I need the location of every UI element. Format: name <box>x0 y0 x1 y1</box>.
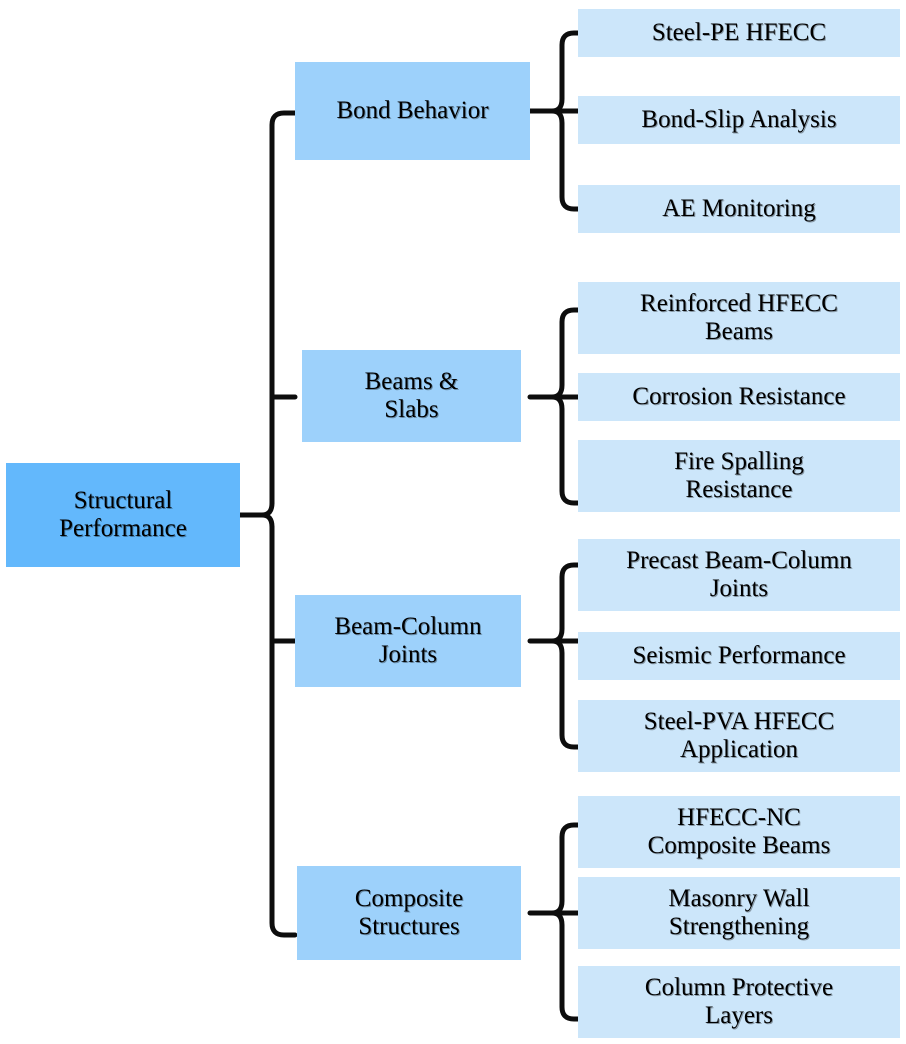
g4-brace-lower <box>549 910 581 1022</box>
leaf-node-label: Reinforced HFECC Beams <box>640 290 838 345</box>
leaf-node-label: Steel-PE HFECC <box>651 19 827 46</box>
root-node-label: Structural Performance <box>59 487 187 542</box>
leaf-node-hfecc-nc-composite-beams[interactable]: HFECC-NC Composite Beams <box>578 796 900 868</box>
leaf-node-label: HFECC-NC Composite Beams <box>647 804 831 859</box>
root-brace-lower <box>259 512 298 938</box>
leaf-node-label: Column Protective Layers <box>644 974 834 1029</box>
g3-brace-lower <box>549 638 581 750</box>
leaf-node-corrosion-resistance[interactable]: Corrosion Resistance <box>578 373 900 421</box>
branch-node-label: Bond Behavior <box>336 97 489 124</box>
g4-brace-upper <box>549 822 581 916</box>
g2-brace-lower <box>549 394 581 506</box>
leaf-node-label: Precast Beam-Column Joints <box>626 547 852 602</box>
leaf-node-label: Fire Spalling Resistance <box>674 448 804 503</box>
leaf-node-steel-pe-hfecc[interactable]: Steel-PE HFECC <box>578 9 900 57</box>
branch-node-label: Composite Structures <box>354 885 464 940</box>
branch-node-bond-behavior[interactable]: Bond Behavior <box>295 62 530 160</box>
root-brace-upper <box>259 110 298 518</box>
leaf-node-bond-slip-analysis[interactable]: Bond-Slip Analysis <box>578 96 900 144</box>
branch-node-beam-column-joints[interactable]: Beam-Column Joints <box>295 595 521 687</box>
leaf-node-label: Bond-Slip Analysis <box>641 106 837 133</box>
leaf-node-label: AE Monitoring <box>662 195 816 222</box>
branch-node-label: Beam-Column Joints <box>334 613 482 668</box>
branch-node-label: Beams & Slabs <box>364 368 459 423</box>
g1-brace-upper <box>549 30 581 114</box>
g2-brace-upper <box>549 307 581 400</box>
leaf-node-label: Seismic Performance <box>632 642 846 669</box>
leaf-node-column-protective-layers[interactable]: Column Protective Layers <box>578 966 900 1038</box>
branch-node-beams-slabs[interactable]: Beams & Slabs <box>302 350 521 442</box>
leaf-node-label: Corrosion Resistance <box>632 383 846 410</box>
root-node[interactable]: Structural Performance <box>6 463 240 567</box>
g1-brace-lower <box>549 108 581 212</box>
leaf-node-seismic-performance[interactable]: Seismic Performance <box>578 632 900 680</box>
leaf-node-steel-pva-hfecc-application[interactable]: Steel-PVA HFECC Application <box>578 700 900 772</box>
branch-node-composite-structures[interactable]: Composite Structures <box>297 866 521 960</box>
leaf-node-label: Steel-PVA HFECC Application <box>643 708 835 763</box>
leaf-node-reinforced-hfecc-beams[interactable]: Reinforced HFECC Beams <box>578 282 900 354</box>
leaf-node-label: Masonry Wall Strengthening <box>668 885 810 940</box>
leaf-node-ae-monitoring[interactable]: AE Monitoring <box>578 185 900 233</box>
leaf-node-precast-beam-column-joints[interactable]: Precast Beam-Column Joints <box>578 539 900 611</box>
leaf-node-fire-spalling-resistance[interactable]: Fire Spalling Resistance <box>578 440 900 512</box>
leaf-node-masonry-wall-strengthening[interactable]: Masonry Wall Strengthening <box>578 877 900 949</box>
g3-brace-upper <box>549 562 581 644</box>
